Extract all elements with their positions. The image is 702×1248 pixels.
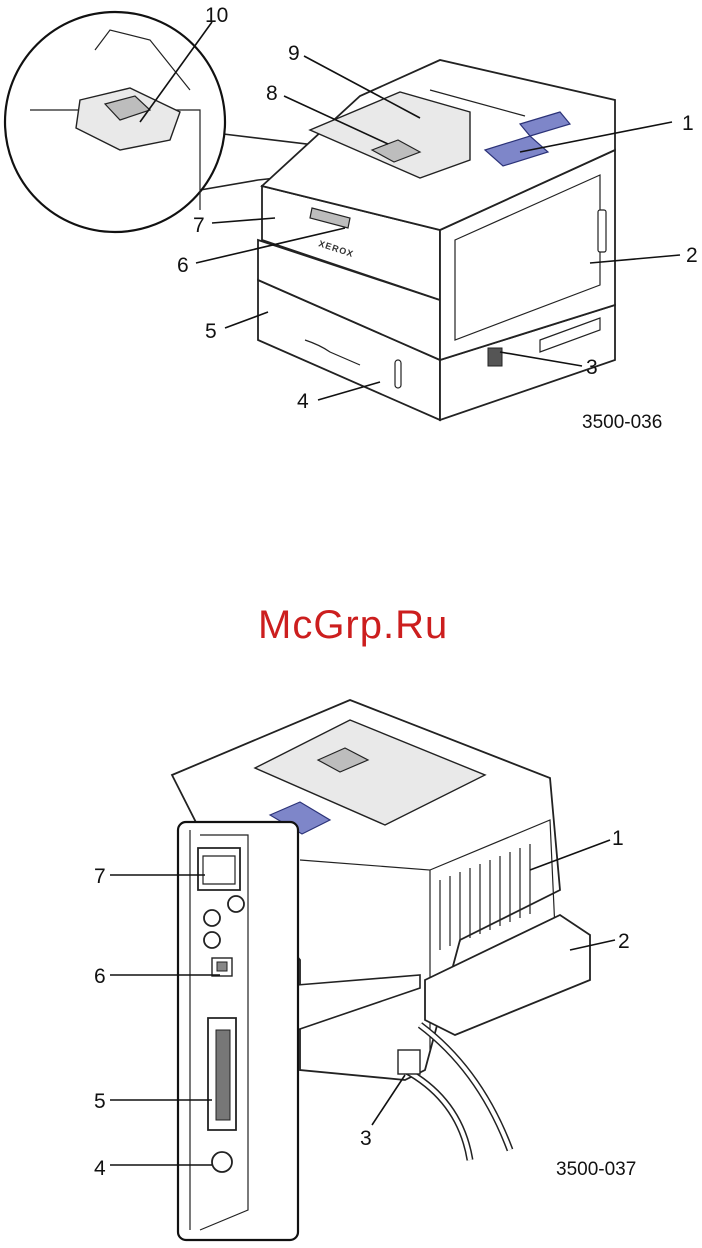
power-switch: [488, 348, 502, 366]
rear-callout-7: 7: [94, 865, 106, 888]
power-connector: [398, 1050, 420, 1074]
data-cable: [405, 1070, 470, 1160]
round-port: [204, 932, 220, 948]
rear-callout-4: 4: [94, 1157, 106, 1180]
front-detail-inset: [5, 12, 225, 232]
front-callout-9: 9: [288, 42, 300, 65]
side-vent: [598, 210, 606, 252]
front-callout-3: 3: [586, 356, 598, 379]
front-callout-1: 1: [682, 112, 694, 135]
rear-callout-5: 5: [94, 1090, 106, 1113]
front-callout-8: 8: [266, 82, 278, 105]
round-port: [204, 910, 220, 926]
front-figure-id: 3500-036: [582, 412, 662, 433]
ground-connector: [212, 1152, 232, 1172]
round-port: [228, 896, 244, 912]
rear-callout-2: 2: [618, 930, 630, 953]
rear-callout-6: 6: [94, 965, 106, 988]
watermark: McGrp.Ru: [258, 603, 448, 647]
front-callout-10: 10: [205, 4, 228, 27]
front-callout-6: 6: [177, 254, 189, 277]
rear-callout-1: 1: [612, 827, 624, 850]
front-callout-5: 5: [205, 320, 217, 343]
rear-figure-id: 3500-037: [556, 1159, 636, 1180]
tray-level-indicator: [395, 360, 401, 388]
front-callout-7: 7: [193, 214, 205, 237]
front-callout-2: 2: [686, 244, 698, 267]
front-callout-4: 4: [297, 390, 309, 413]
rear-callout-3: 3: [360, 1127, 372, 1150]
front-printer-illustration: XEROX: [200, 60, 615, 420]
